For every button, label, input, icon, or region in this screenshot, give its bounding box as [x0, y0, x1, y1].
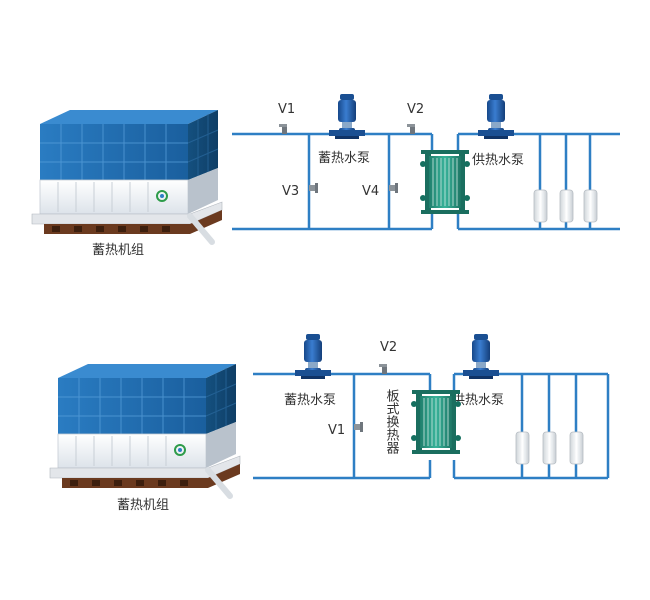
storage-pump: [329, 94, 365, 139]
valve-v2-label: V2: [407, 102, 424, 117]
storage-pump-label: 蓄热水泵: [318, 151, 370, 166]
radiator: [515, 431, 530, 465]
supply-pump-label: 供热水泵: [472, 153, 524, 168]
radiator: [542, 431, 557, 465]
plate-heat-exchanger-bottom: [410, 389, 462, 455]
storage-unit-label: 蓄热机组: [92, 243, 144, 258]
supply-pump: [463, 334, 499, 379]
valve-v2-label: V2: [380, 340, 397, 355]
top-diagram: 蓄热机组 V1 V2 V3 V4 蓄热水泵: [32, 94, 620, 258]
storage-unit-top: [32, 110, 222, 242]
supply-pump: [478, 94, 514, 139]
valve-v3-label: V3: [282, 184, 299, 199]
radiator: [569, 431, 584, 465]
valve-v2: [407, 124, 415, 134]
storage-unit-bottom: [50, 364, 240, 496]
radiator: [533, 189, 548, 223]
storage-pump-label: 蓄热水泵: [284, 393, 336, 408]
storage-unit-label: 蓄热机组: [117, 498, 169, 513]
valve-v2: [379, 364, 387, 374]
supply-pump-label: 供热水泵: [452, 393, 504, 408]
storage-pump: [295, 334, 331, 379]
supply-loop-pipes: [452, 372, 610, 480]
valve-v3: [309, 183, 318, 193]
radiator: [583, 189, 598, 223]
valve-v1: [354, 422, 363, 432]
radiator: [559, 189, 574, 223]
valve-v1-label: V1: [278, 102, 295, 117]
valve-v4: [389, 183, 398, 193]
plate-heat-exchanger-label: 板式换热器: [384, 389, 400, 455]
bottom-diagram: 蓄热机组 蓄热水泵 供热水泵 V2 V1 板式换热器: [50, 334, 610, 513]
plate-heat-exchanger-top: [419, 149, 471, 215]
valve-v1-label: V1: [328, 423, 345, 438]
valve-v4-label: V4: [362, 184, 379, 199]
valve-v1: [279, 124, 287, 134]
storage-loop-pipes: [232, 132, 434, 231]
